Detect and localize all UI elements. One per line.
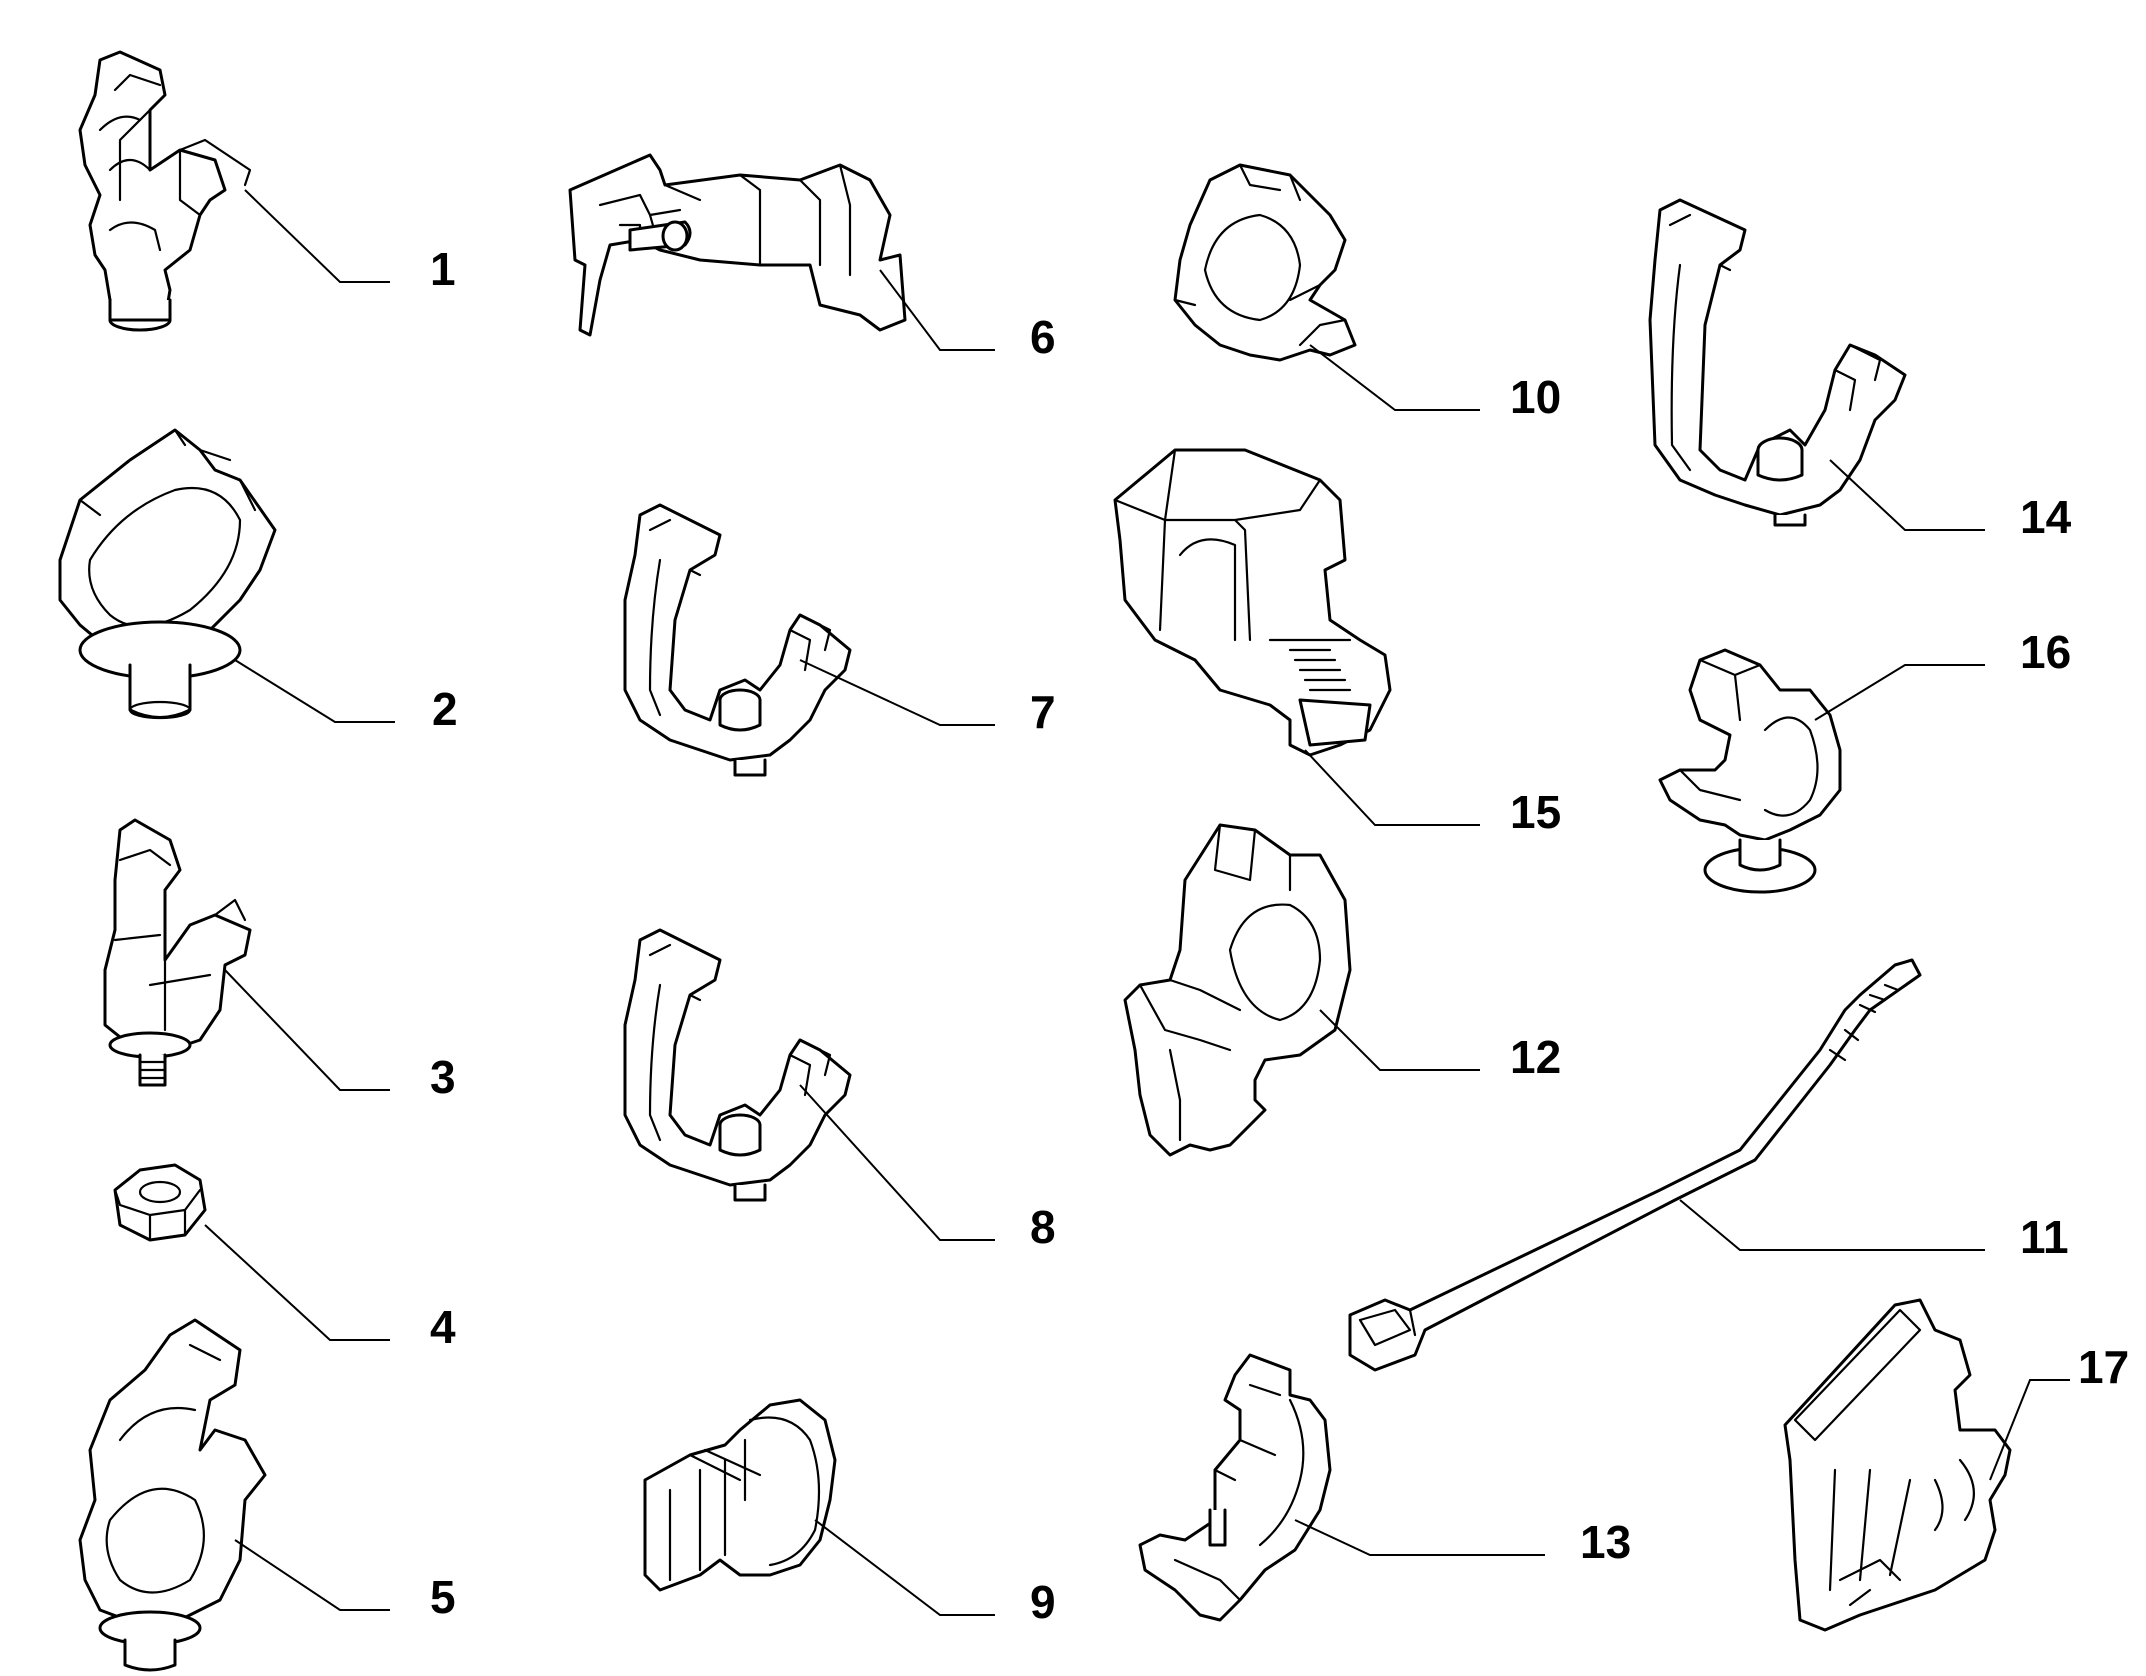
- part-6-wide-bracket-clip: [568, 153, 907, 337]
- leader-17: [1989, 1379, 2070, 1481]
- callout-label-13: 13: [1580, 1516, 1631, 1568]
- callout-label-12: 12: [1510, 1031, 1561, 1083]
- part-4-hex-nut: [113, 1163, 207, 1242]
- leader-13: [1294, 1519, 1545, 1556]
- callout-label-8: 8: [1030, 1201, 1056, 1253]
- callout-label-10: 10: [1510, 371, 1561, 423]
- leader-15: [1304, 749, 1480, 826]
- callout-labels: 1 2 3 4 5 6 7 8 9 10 11 12 13 14 15 16 1…: [430, 243, 2129, 1628]
- leader-14: [1829, 459, 1985, 531]
- callout-label-7: 7: [1030, 686, 1056, 738]
- part-3-pipe-clip-threaded-stud: [103, 818, 252, 1087]
- callout-label-1: 1: [430, 243, 456, 295]
- part-15-box-clip: [1113, 448, 1392, 757]
- leader-6: [879, 269, 995, 351]
- part-8-u-clamp: [623, 928, 852, 1202]
- leader-9: [814, 1519, 995, 1616]
- part-9-c-clip: [643, 1398, 837, 1592]
- leader-2: [234, 659, 395, 723]
- part-11-cable-tie: [1348, 958, 1922, 1372]
- leader-10: [1309, 344, 1480, 411]
- leader-8: [799, 1084, 995, 1241]
- part-12-double-ring-clip: [1123, 823, 1352, 1157]
- leader-12: [1319, 1009, 1480, 1071]
- leader-11: [1679, 1199, 1985, 1251]
- leader-5: [234, 1539, 390, 1611]
- part-17-multi-slot-clip: [1783, 1298, 2012, 1632]
- leader-3: [224, 969, 390, 1091]
- callout-label-4: 4: [430, 1301, 456, 1353]
- callout-label-9: 9: [1030, 1576, 1056, 1628]
- leader-7: [799, 659, 995, 726]
- leader-4: [204, 1224, 390, 1341]
- callout-label-11: 11: [2020, 1211, 2069, 1263]
- part-10-ring-clip: [1173, 163, 1357, 362]
- callout-label-15: 15: [1510, 786, 1561, 838]
- part-14-u-clamp: [1648, 198, 1907, 527]
- leader-1: [244, 189, 390, 283]
- part-1-pipe-clip-stud: [78, 50, 252, 332]
- part-16-ring-clip-button-base: [1658, 648, 1842, 894]
- callout-label-3: 3: [430, 1051, 456, 1103]
- part-7-u-clamp: [623, 503, 852, 777]
- callout-label-17: 17: [2078, 1341, 2129, 1393]
- part-13-curved-clip: [1138, 1353, 1332, 1622]
- callout-label-14: 14: [2020, 491, 2072, 543]
- part-5-double-pipe-clip: [78, 1318, 267, 1672]
- callout-label-16: 16: [2020, 626, 2071, 678]
- callout-label-6: 6: [1030, 311, 1056, 363]
- leader-lines: [204, 189, 2070, 1616]
- callout-label-5: 5: [430, 1571, 456, 1623]
- callout-label-2: 2: [432, 683, 458, 735]
- part-2-pipe-clip-round-base: [58, 428, 277, 720]
- leader-16: [1814, 664, 1985, 721]
